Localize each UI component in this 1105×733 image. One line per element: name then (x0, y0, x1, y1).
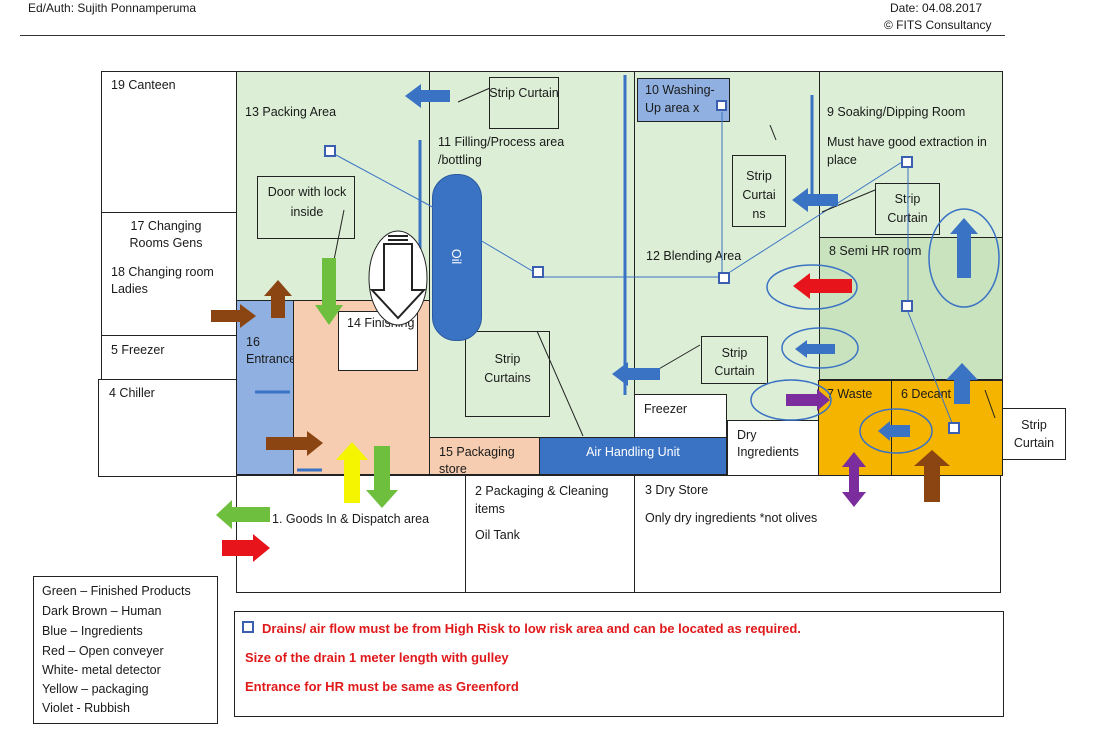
legend-item: Blue – Ingredients (42, 624, 143, 638)
packaging-store-label: 15 Packaging store (439, 445, 515, 476)
drain-icon (718, 272, 730, 284)
note-drain-size: Size of the drain 1 meter length with gu… (245, 650, 509, 665)
header-divider (20, 35, 1005, 36)
legend-item: White- metal detector (42, 663, 161, 677)
freezer-label: Freezer (644, 402, 688, 416)
legend-item: Dark Brown – Human (42, 604, 162, 618)
finishing-label: 14 Finishing (347, 316, 415, 330)
washing-label: 10 Washing-Up area x (645, 83, 715, 115)
drain-icon (901, 300, 913, 312)
ahu-label: Air Handling Unit (586, 445, 680, 459)
drain-icon (242, 621, 254, 633)
drain-icon (532, 266, 544, 278)
freezer-room (634, 394, 727, 438)
semi-hr-label: 8 Semi HR room (829, 244, 922, 258)
changing-gens-label: 17 Changing Rooms Gens (129, 219, 203, 250)
legend-item: Violet - Rubbish (42, 701, 131, 715)
strip-curtain-soaking-label: Strip Curtain (887, 192, 928, 225)
oil-tank-label: Oil Tank (475, 528, 520, 542)
packaging-cleaning-label: 2 Packaging & Cleaning items (475, 484, 609, 516)
strip-curtain-outside (1002, 408, 1066, 460)
packaging-store (429, 437, 540, 475)
canteen-room (101, 71, 237, 213)
changing-ladies-label: 18 Changing room Ladies (111, 265, 214, 296)
entrance-label: 16 Entrance (246, 335, 297, 366)
oil-tank-vessel (432, 174, 482, 341)
canteen-label: 19 Canteen (111, 78, 176, 92)
blending-label: 12 Blending Area (646, 249, 742, 263)
strip-curtain-top-label: Strip Curtain (489, 86, 559, 100)
freezer5-label: 5 Freezer (111, 343, 165, 357)
dry-ingredients-room (727, 420, 820, 476)
drain-icon (716, 100, 727, 111)
packing-label: 13 Packing Area (245, 105, 337, 119)
copyright-label: © FITS Consultancy (884, 18, 992, 32)
legend-item: Red – Open conveyer (42, 644, 164, 658)
entrance-area (236, 300, 294, 475)
oil-label: Oil (449, 248, 464, 265)
goods-in-area (236, 475, 466, 593)
waste-label: 7 Waste (827, 387, 873, 401)
strip-curtains-lower-left (465, 331, 550, 417)
legend-item: Green – Finished Products (42, 584, 191, 598)
chiller-room (98, 379, 237, 477)
legend-item: Yellow – packaging (42, 682, 149, 696)
dry-ingredients-label: Dry Ingredients (737, 428, 799, 459)
legend-box: Green – Finished Products Dark Brown – H… (33, 576, 218, 724)
drain-icon (948, 422, 960, 434)
note-drains: Drains/ air flow must be from High Risk … (262, 621, 801, 636)
dry-store-note: Only dry ingredients *not olives (645, 511, 818, 525)
author-label: Ed/Auth: Sujith Ponnamperuma (28, 1, 197, 15)
filling-label: 11 Filling/Process area /bottling (438, 135, 565, 167)
washing-up-area (637, 78, 730, 122)
dry-store-label: 3 Dry Store (645, 483, 709, 497)
strip-curtain-lower-right-label: Strip Curtain (714, 346, 755, 378)
date-label: Date: 04.08.2017 (890, 1, 983, 15)
notes-box: Drains/ air flow must be from High Risk … (234, 611, 1004, 717)
strip-curtain-top (489, 77, 559, 129)
air-handling-unit (539, 437, 727, 475)
soaking-label: 9 Soaking/Dipping Room (827, 105, 966, 119)
goods-in-label: 1. Goods In & Dispatch area (272, 512, 430, 526)
drain-icon (324, 145, 336, 157)
drain-icon (901, 156, 913, 168)
strip-curtain-mid-label: Strip Curtai ns (742, 169, 776, 221)
packaging-cleaning-room (465, 475, 635, 593)
strip-curtain-outside-label: Strip Curtain (1013, 418, 1055, 450)
note-hr-entrance: Entrance for HR must be same as Greenfor… (245, 679, 519, 694)
decant-label: 6 Decant (901, 387, 952, 401)
chiller-label: 4 Chiller (109, 386, 155, 400)
strip-curtains-lower-left-label: Strip Curtains (484, 352, 531, 385)
door-label: Door with lock inside (267, 185, 347, 219)
strip-curtain-lower-right (701, 336, 768, 384)
